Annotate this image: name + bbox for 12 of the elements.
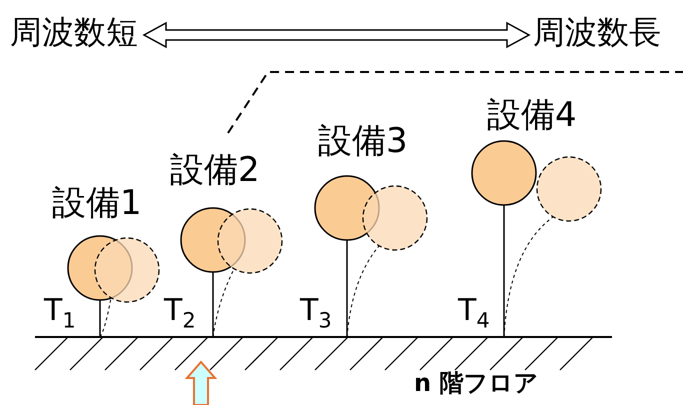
- period-label: T$_{4}$: [458, 296, 490, 332]
- double-arrow: [142, 22, 531, 48]
- equipment-label: 設備4: [487, 98, 577, 132]
- equipment-label: 設備2: [170, 153, 260, 187]
- text-label: 周波数長: [533, 16, 661, 48]
- period-label: T$_{1}$: [44, 296, 76, 332]
- text-label: 周波数短: [10, 16, 138, 48]
- period-label: T$_{2}$: [164, 296, 196, 332]
- period-label: T$_{3}$: [300, 296, 332, 332]
- equipment-label: 設備1: [52, 186, 142, 220]
- equipment-label: 設備3: [318, 124, 408, 158]
- floor-label: n 階フロア: [414, 371, 538, 395]
